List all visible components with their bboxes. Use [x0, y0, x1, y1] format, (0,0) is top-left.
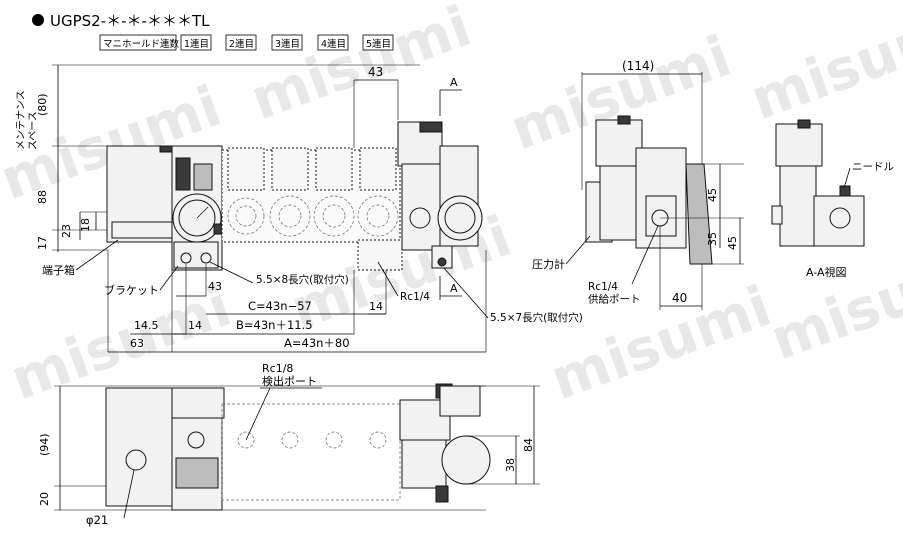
- dim-43-mid: 43: [208, 280, 222, 293]
- pressure-gauge-label: 圧力計: [532, 257, 565, 271]
- maintenance-space-label: メンテナンス スペース: [15, 87, 39, 150]
- aa-view-label: A-A視図: [806, 265, 847, 279]
- watermark: misumi: [543, 274, 780, 413]
- top-manifold-stations: [221, 403, 401, 501]
- text-line: スペース: [28, 111, 39, 150]
- tab-station-4: 4連目: [321, 38, 346, 50]
- dim-a: A=43n＋80: [284, 336, 350, 350]
- dim-35: 35: [706, 232, 719, 246]
- dim-45-lower: 45: [726, 236, 739, 250]
- tab-station-2: 2連目: [229, 38, 254, 50]
- front-dimensions: (80) メンテナンス スペース 88 17 23 18 43 A A 端子箱 …: [15, 65, 583, 353]
- bracket-label: ブラケット: [104, 283, 159, 297]
- watermark: misumi: [243, 0, 480, 133]
- top-view: Rc1/8 検出ポート (94) 20 84 38 φ21: [38, 362, 540, 527]
- dim-43-top: 43: [368, 65, 383, 79]
- dim-88: 88: [36, 190, 49, 204]
- dim-17: 17: [36, 236, 49, 250]
- dim-114: (114): [622, 59, 654, 73]
- dim-23: 23: [60, 224, 73, 238]
- terminal-box-label: 端子箱: [42, 263, 75, 277]
- tab-station-1: 1連目: [184, 38, 209, 50]
- drawing-title: UGPS2-＊-＊-＊＊＊TL: [50, 12, 210, 30]
- watermark: misumi: [743, 0, 903, 133]
- dim-45-upper: 45: [706, 188, 719, 202]
- dim-c: C=43n−57: [248, 299, 312, 313]
- dim-40: 40: [672, 291, 687, 305]
- dim-94: (94): [38, 433, 51, 456]
- text-line: 供給ポート: [588, 293, 641, 306]
- dim-20: 20: [38, 492, 51, 506]
- dim-14-5: 14.5: [134, 319, 159, 332]
- slot-8-label: 5.5×8長穴(取付穴): [256, 273, 349, 286]
- dim-38: 38: [504, 458, 517, 472]
- watermark: misumi: [763, 234, 903, 373]
- text-line: 検出ポート: [262, 374, 317, 388]
- slot-7-label: 5.5×7長穴(取付穴): [490, 311, 583, 324]
- section-marker-a-bottom: A: [450, 282, 458, 295]
- needle-label: ニードル: [852, 161, 894, 173]
- manifold-stations: [221, 147, 403, 271]
- front-view: [52, 64, 483, 271]
- dim-63: 63: [130, 337, 144, 350]
- detect-port-label: Rc1/8 検出ポート: [262, 362, 317, 388]
- dim-84: 84: [522, 438, 535, 452]
- supply-port-label: Rc1/4 供給ポート: [588, 281, 641, 306]
- tab-station-3: 3連目: [275, 38, 300, 50]
- dim-14-left: 14: [188, 319, 202, 332]
- tab-manifold: マニホールド連数: [103, 38, 180, 50]
- dim-b: B=43n＋11.5: [236, 318, 313, 332]
- section-marker-a-top: A: [450, 76, 458, 89]
- side-view: (114) 圧力計 45 35 45 Rc1/4 供給ポート 40: [532, 59, 744, 310]
- dim-14-right: 14: [369, 300, 383, 313]
- series-tabs: マニホールド連数 1連目 2連目 3連目 4連目 5連目: [99, 34, 394, 51]
- tab-station-5: 5連目: [366, 38, 391, 50]
- dim-18: 18: [79, 218, 92, 232]
- rc14-label: Rc1/4: [400, 291, 430, 303]
- dim-80: (80): [36, 93, 49, 116]
- aa-view: ニードル A-A視図: [771, 119, 894, 279]
- phi21-label: φ21: [86, 513, 108, 527]
- title-bullet: [32, 14, 44, 26]
